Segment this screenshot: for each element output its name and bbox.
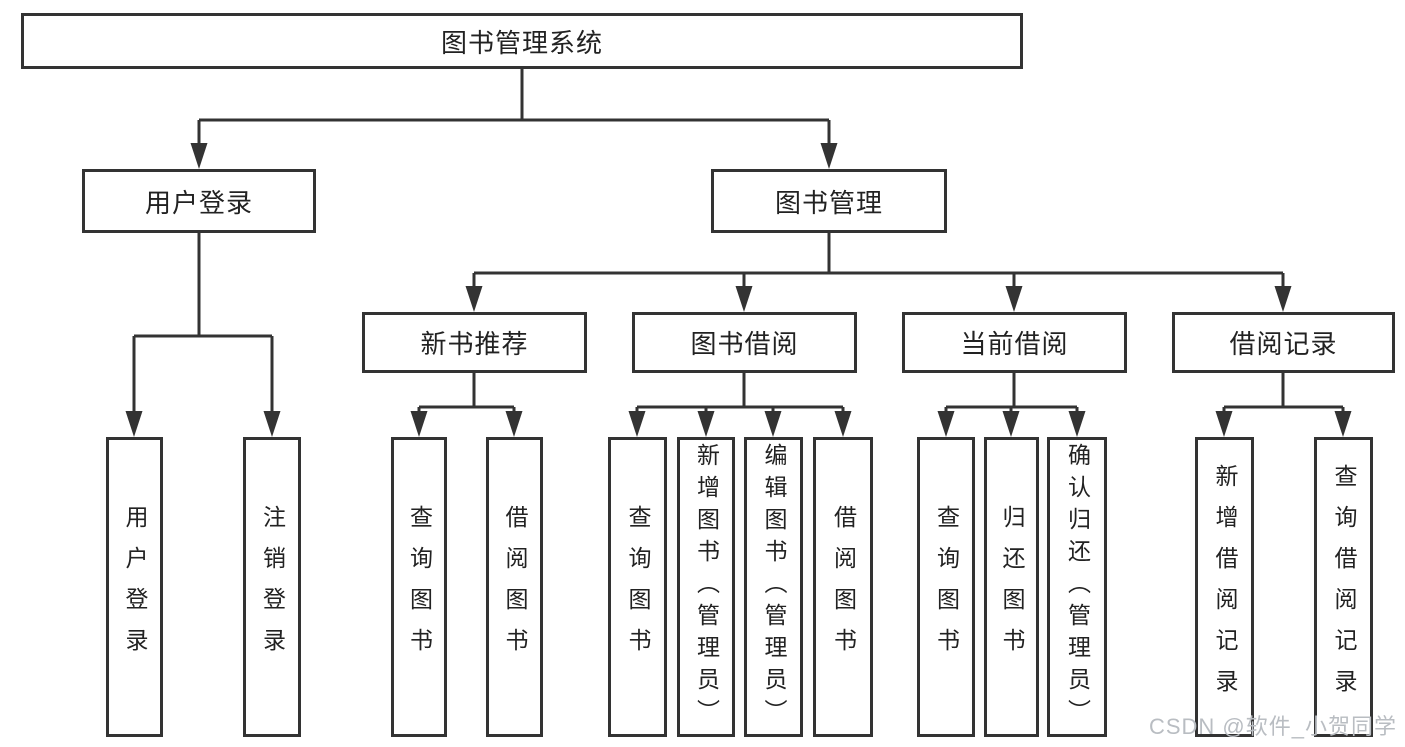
leaf-add-borrow-record: 新增借阅记录: [1195, 437, 1254, 737]
node-borrowing-records: 借阅记录: [1172, 312, 1395, 373]
node-library-system: 图书管理系统: [21, 13, 1023, 69]
leaf-search-borrow-record: 查询借阅记录: [1314, 437, 1373, 737]
leaf-borrow-books-recommend: 借阅图书: [486, 437, 543, 737]
leaf-user-login: 用户登录: [106, 437, 163, 737]
node-current-borrowing: 当前借阅: [902, 312, 1127, 373]
leaf-add-books-admin: 新增图书（管理员）: [677, 437, 735, 737]
leaf-confirm-return-admin: 确认归还（管理员）: [1047, 437, 1107, 737]
node-user-login-branch: 用户登录: [82, 169, 316, 233]
leaf-return-books: 归还图书: [984, 437, 1039, 737]
node-new-book-recommendation: 新书推荐: [362, 312, 587, 373]
leaf-search-books-current: 查询图书: [917, 437, 975, 737]
csdn-watermark: CSDN @软件_小贺同学: [1148, 714, 1397, 739]
node-book-borrowing: 图书借阅: [632, 312, 857, 373]
leaf-search-books-recommend: 查询图书: [391, 437, 447, 737]
leaf-search-books-borrow: 查询图书: [608, 437, 667, 737]
node-book-management-branch: 图书管理: [711, 169, 947, 233]
leaf-borrow-books: 借阅图书: [813, 437, 873, 737]
leaf-logout: 注销登录: [243, 437, 301, 737]
leaf-edit-books-admin: 编辑图书（管理员）: [744, 437, 803, 737]
